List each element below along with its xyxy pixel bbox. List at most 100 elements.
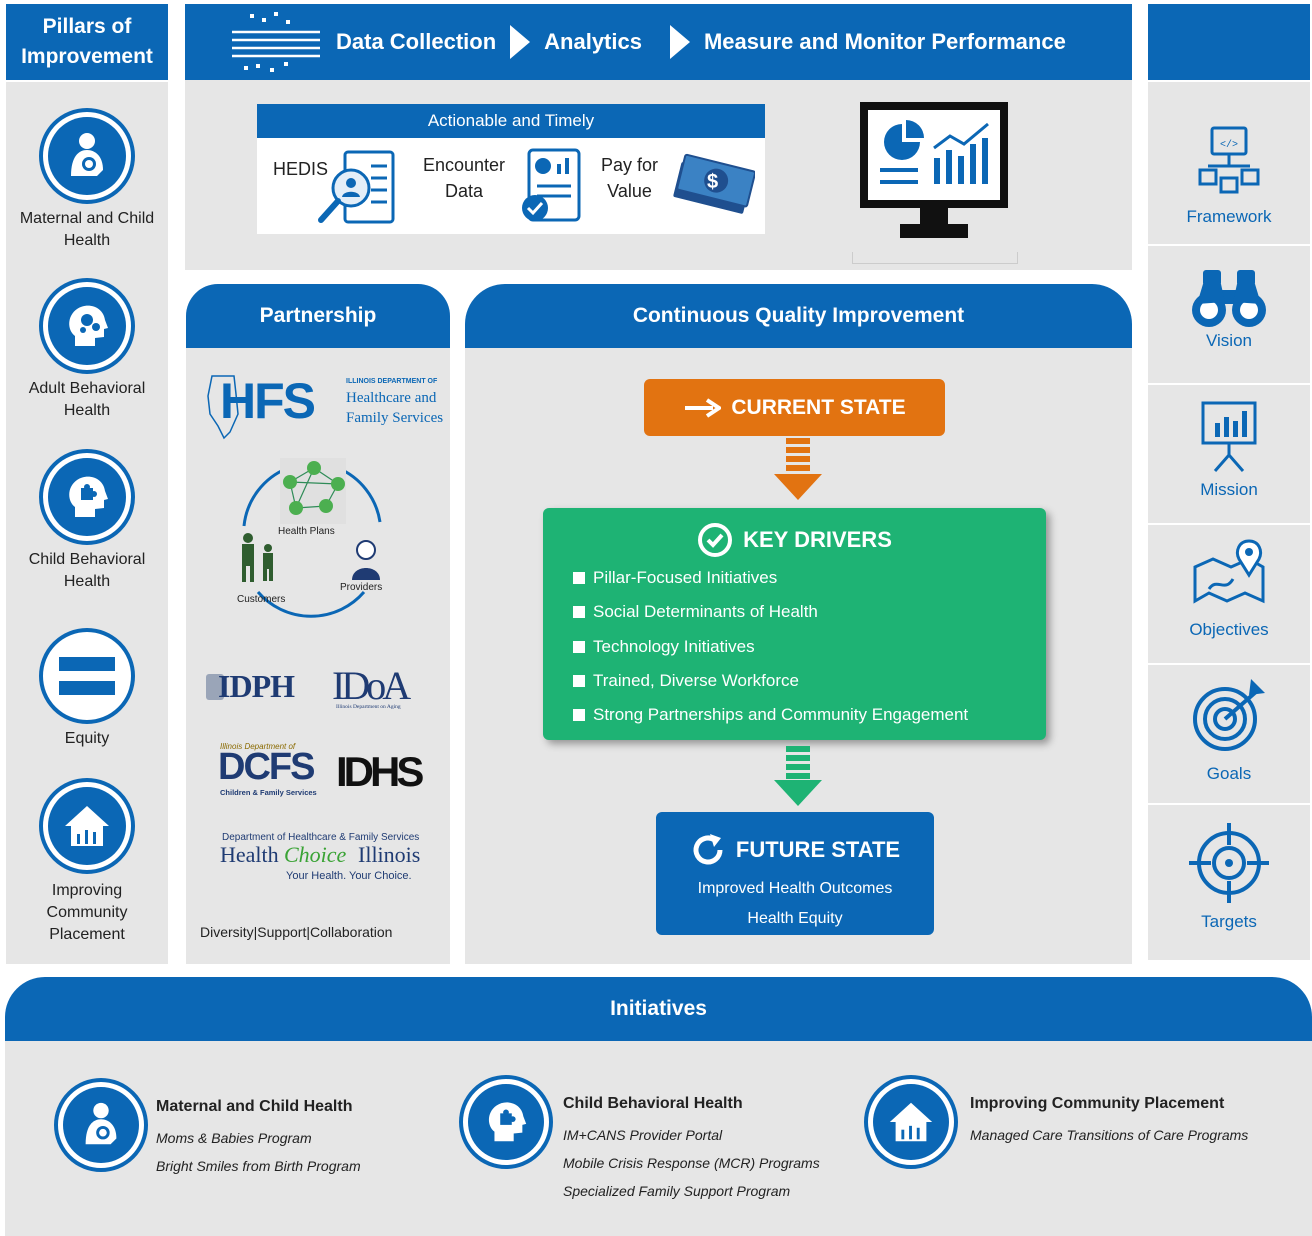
actionable-item-encounter-data: Encounter Data bbox=[423, 155, 506, 201]
hci-illinois: Illinois bbox=[358, 842, 421, 867]
partnership-panel: HFS ILLINOIS DEPARTMENT OF Healthcare an… bbox=[186, 348, 450, 964]
head-puzzle-icon bbox=[459, 1075, 553, 1169]
right-item-vision: Vision bbox=[1148, 246, 1310, 383]
dcfs-wordmark: DCFS bbox=[218, 746, 315, 788]
hfs-wordmark: HFS bbox=[220, 373, 316, 429]
arrow-right-icon bbox=[685, 397, 722, 418]
initiative-text-community-placement: Improving Community Placement Managed Ca… bbox=[970, 1095, 1248, 1149]
flow-step-analytics: Analytics bbox=[544, 29, 642, 54]
initiative-item: Mobile Crisis Response (MCR) Programs bbox=[563, 1155, 820, 1171]
initiative-text-child-behavioral: Child Behavioral Health IM+CANS Provider… bbox=[563, 1095, 820, 1205]
future-state-title: FUTURE STATE bbox=[656, 832, 934, 868]
cqi-title: Continuous Quality Improvement bbox=[632, 304, 965, 327]
bullet-square bbox=[573, 675, 585, 687]
pillar-adult-behavioral-health: Adult Behavioral Health bbox=[6, 278, 168, 422]
key-driver-item: Social Determinants of Health bbox=[573, 602, 818, 622]
idph-logo: IDPH bbox=[206, 668, 316, 710]
partnership-header: Partnership bbox=[186, 284, 450, 348]
right-item-label: Vision bbox=[1206, 331, 1252, 350]
key-driver-item: Pillar-Focused Initiatives bbox=[573, 568, 777, 588]
bullet-square bbox=[573, 709, 585, 721]
bullet-square bbox=[573, 606, 585, 618]
future-state-line: Improved Health Outcomes bbox=[697, 880, 893, 897]
house-icon bbox=[39, 778, 135, 874]
idoa-sub: Illinois Department on Aging bbox=[336, 704, 401, 710]
idoa-wordmark: IDoA bbox=[332, 663, 411, 708]
key-driver-item: Technology Initiatives bbox=[573, 637, 755, 657]
circuit-icon bbox=[232, 12, 320, 72]
right-item-label: Framework bbox=[1186, 207, 1272, 226]
hci-top: Department of Healthcare & Family Servic… bbox=[222, 832, 420, 843]
right-item-label: Objectives bbox=[1189, 620, 1269, 639]
cycle-label-providers: Providers bbox=[340, 582, 383, 593]
pillar-equity: Equity bbox=[6, 628, 168, 750]
current-state-label: CURRENT STATE bbox=[731, 395, 906, 419]
illinois-outline-icon bbox=[207, 375, 239, 440]
mother-child-icon bbox=[54, 1078, 148, 1172]
bullet-square bbox=[573, 641, 585, 653]
hfs-dept: ILLINOIS DEPARTMENT OF bbox=[346, 378, 438, 385]
partnership-footer: Diversity|Support|Collaboration bbox=[200, 924, 393, 940]
chevron-right-icon bbox=[510, 25, 531, 59]
house-icon bbox=[864, 1075, 958, 1169]
key-driver-item: Strong Partnerships and Community Engage… bbox=[573, 705, 968, 725]
presentation-chart-icon bbox=[1201, 401, 1257, 472]
idph-wordmark: IDPH bbox=[218, 668, 295, 704]
monitor-analytics-icon bbox=[860, 102, 1008, 238]
flow-step-measure-monitor: Measure and Monitor Performance bbox=[703, 29, 1066, 54]
initiative-child-behavioral-health bbox=[459, 1075, 553, 1169]
right-item-label: Goals bbox=[1206, 764, 1252, 783]
hfs-logo: HFS ILLINOIS DEPARTMENT OF Healthcare an… bbox=[206, 373, 443, 442]
hci-choice: Choice bbox=[284, 842, 347, 867]
hfs-line2: Family Services bbox=[346, 410, 444, 426]
dcfs-sub: Children & Family Services bbox=[220, 788, 317, 797]
refresh-check-icon bbox=[698, 523, 733, 557]
report-magnifier-icon bbox=[318, 150, 395, 224]
arrow-down-orange-icon bbox=[774, 438, 822, 500]
initiative-item: Managed Care Transitions of Care Program… bbox=[970, 1127, 1249, 1143]
future-state-line: Health Equity bbox=[747, 910, 843, 927]
right-item-objectives: Objectives bbox=[1148, 525, 1310, 663]
money-icon: $ bbox=[673, 153, 755, 214]
pillars-header: Pillars of Improvement bbox=[6, 4, 168, 80]
data-flow-header: Data Collection Analytics Measure and Mo… bbox=[185, 4, 1132, 80]
monitor-frame bbox=[852, 252, 1018, 264]
pillar-child-behavioral-health: Child Behavioral Health bbox=[6, 449, 168, 593]
initiative-item: IM+CANS Provider Portal bbox=[563, 1127, 723, 1143]
right-item-framework: </> Framework bbox=[1148, 82, 1310, 244]
pillar-label: Maternal and Child Health bbox=[19, 210, 155, 249]
hci-health: Health bbox=[220, 842, 279, 867]
actionable-item-hedis: HEDIS bbox=[273, 159, 329, 179]
key-driver-item: Trained, Diverse Workforce bbox=[573, 671, 799, 691]
right-item-label: Mission bbox=[1200, 480, 1258, 499]
illinois-shape bbox=[206, 674, 224, 700]
pillar-label: Improving Community Placement bbox=[46, 882, 128, 943]
actionable-item-pay-for-value: Pay for Value bbox=[601, 155, 659, 201]
initiative-title: Maternal and Child Health bbox=[156, 1098, 353, 1115]
framework-icon: </> bbox=[1198, 126, 1260, 194]
pillar-label: Equity bbox=[64, 730, 110, 747]
right-item-label: Targets bbox=[1201, 912, 1257, 931]
initiatives-title: Initiatives bbox=[610, 997, 707, 1020]
dcfs-logo: Illinois Department of DCFS Children & F… bbox=[218, 742, 318, 798]
right-column-header bbox=[1148, 4, 1310, 80]
pillar-label: Child Behavioral Health bbox=[28, 551, 146, 590]
head-puzzle-icon bbox=[39, 449, 135, 545]
initiative-item: Bright Smiles from Birth Program bbox=[156, 1158, 361, 1174]
cycle-label-customers: Customers bbox=[237, 594, 286, 605]
chevron-right-icon bbox=[669, 25, 690, 59]
svg-text:$: $ bbox=[707, 171, 718, 193]
pillar-label: Adult Behavioral Health bbox=[28, 380, 146, 419]
target-arrow-icon bbox=[1193, 679, 1265, 751]
right-item-targets: Targets bbox=[1148, 805, 1310, 960]
pillars-title: Pillars of Improvement bbox=[21, 15, 153, 68]
hci-tagline: Your Health. Your Choice. bbox=[286, 870, 412, 882]
initiatives-header: Initiatives bbox=[5, 977, 1312, 1041]
partnership-title: Partnership bbox=[259, 304, 377, 327]
right-item-goals: Goals bbox=[1148, 665, 1310, 803]
stakeholder-cycle bbox=[242, 458, 382, 618]
document-check-icon bbox=[522, 148, 581, 222]
initiative-text-maternal: Maternal and Child Health Moms & Babies … bbox=[156, 1098, 361, 1180]
future-state-box: FUTURE STATE Improved Health Outcomes He… bbox=[656, 812, 934, 935]
initiative-maternal-child-health bbox=[54, 1078, 148, 1172]
